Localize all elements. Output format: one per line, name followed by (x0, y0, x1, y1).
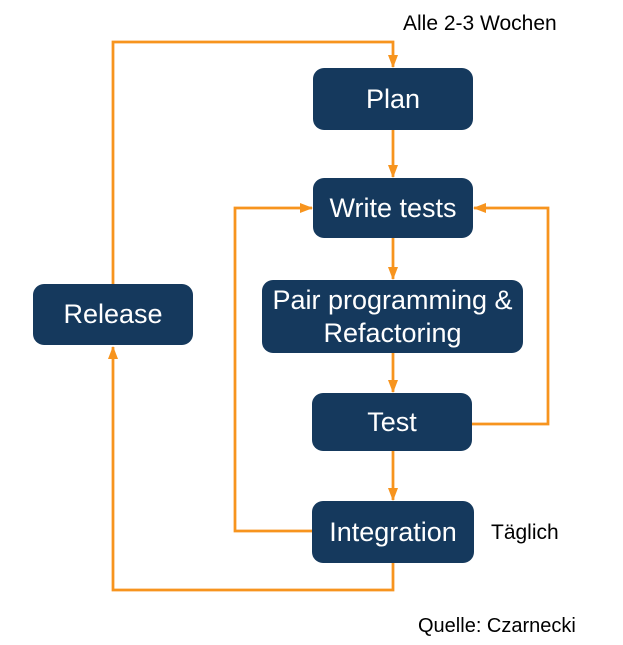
node-integration: Integration (312, 501, 474, 563)
edge-test-to-write-tests (472, 203, 550, 426)
node-test: Test (312, 393, 472, 451)
daily-note: Täglich (491, 521, 559, 544)
source-credit: Quelle: Czarnecki (418, 615, 576, 637)
node-write-tests: Write tests (313, 178, 473, 238)
edge-integration-to-release (108, 346, 395, 592)
node-plan: Plan (313, 68, 473, 130)
node-pair-programming: Pair programming & Refactoring (262, 280, 523, 353)
interval-note: Alle 2-3 Wochen (403, 12, 557, 35)
edge-release-to-plan (111, 40, 398, 284)
edge-integration-to-write-tests (233, 203, 313, 533)
node-release: Release (33, 284, 193, 345)
